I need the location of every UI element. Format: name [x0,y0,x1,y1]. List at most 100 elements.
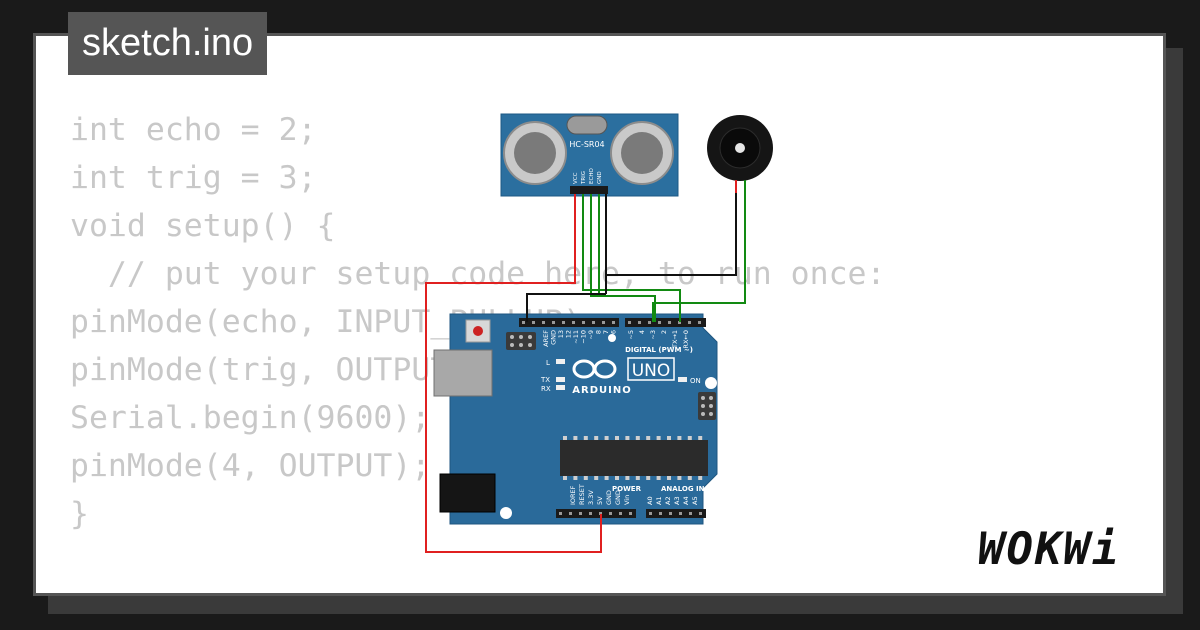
header-pin[interactable] [609,512,612,515]
header-pin[interactable] [669,512,672,515]
header-pin[interactable] [552,321,555,324]
power-jack [439,473,496,513]
header-pin[interactable] [579,512,582,515]
header-pin[interactable] [602,321,605,324]
chip-leg [625,436,630,440]
power-label: POWER [612,485,642,493]
chip-leg [635,436,640,440]
pin-label: 13 [557,330,565,338]
code-line: pinMode(4, OUTPUT); [70,448,431,484]
digital-header-right [625,318,706,327]
header-pin[interactable] [592,321,595,324]
chip-leg [573,476,578,480]
led-l [556,359,565,364]
wire-vcc-5v[interactable] [425,194,602,553]
pin-label: ~5 [627,330,635,340]
header-pin[interactable] [699,512,702,515]
chip-leg [604,436,609,440]
pin-label: AREF [542,330,550,347]
pin-label: A1 [655,496,663,505]
chip-leg [583,476,588,480]
header-pin[interactable] [698,321,701,324]
wire-trig-pin3[interactable] [582,194,681,322]
pin-label: RX←0 [682,330,690,349]
pin-label: IOREF [569,485,577,505]
chip-leg [698,436,703,440]
chip-leg [563,436,567,440]
on-label: ON [690,377,701,385]
analog-label: ANALOG IN [661,485,705,493]
chip-leg [656,436,661,440]
header-pin[interactable] [532,321,535,324]
header-pin[interactable] [629,512,632,515]
header-pin[interactable] [559,512,562,515]
reset-button[interactable] [473,326,483,336]
header-pin[interactable] [688,321,691,324]
wokwi-logo: WOKWi [978,524,1121,575]
header-pin[interactable] [659,512,662,515]
header-pin[interactable] [658,321,661,324]
header-pin[interactable] [628,321,631,324]
wire-gnd-board[interactable] [526,293,606,322]
pin-label: 7 [602,330,610,334]
digital-label: DIGITAL (PWM ~) [625,346,693,354]
pin-label: ~10 [580,330,588,344]
arduino-logo [572,359,617,379]
sensor-pin-label: VCC [573,172,579,184]
chip-leg [635,476,640,480]
header-pin[interactable] [599,512,602,515]
sensor-pin-label: TRIG [581,171,587,185]
header-pin[interactable] [572,321,575,324]
pin-label: 3.3V [587,490,595,505]
header-pin[interactable] [649,512,652,515]
mount-hole [608,334,616,342]
led-on [678,377,687,382]
chip-leg [677,436,682,440]
header-pin[interactable] [689,512,692,515]
pin-label: A2 [664,496,672,505]
pin-label: 8 [595,330,603,334]
sensor-pin-label: GND [597,171,603,184]
transducer-mesh [621,132,663,174]
header-pin[interactable] [679,512,682,515]
header-pin[interactable] [668,321,671,324]
file-tab[interactable]: sketch.ino [68,12,268,75]
header-pin[interactable] [589,512,592,515]
code-line: void setup() { [70,208,336,244]
pin-label: 2 [660,330,668,334]
chip-leg [667,476,671,480]
uno-box [627,357,675,381]
pin-label: 4 [638,330,646,334]
header-pin[interactable] [522,321,525,324]
code-line: void loop() { [70,586,885,593]
header-pin[interactable] [582,321,585,324]
crystal [566,115,608,135]
mount-hole [705,487,717,499]
buzzer[interactable] [707,115,773,193]
header-pin[interactable] [542,321,545,324]
code-line: int echo = 2; [70,112,317,148]
arduino-uno-board[interactable]: UNO ARDUINO DIGITAL (PWM ~) ON L TX RX P… [433,313,718,525]
wire-echo-pin2[interactable] [590,194,656,322]
header-pin[interactable] [562,321,565,324]
chip-leg [646,476,651,480]
header-pin[interactable] [638,321,641,324]
uno-label: UNO [632,361,671,381]
chip-leg [604,476,609,480]
header-pin[interactable] [619,512,622,515]
wire-gnd-buzzer[interactable] [605,193,737,276]
atmega-chip [560,440,708,476]
header-pin[interactable] [612,321,615,324]
header-pin[interactable] [678,321,681,324]
pin-label: A5 [691,496,699,505]
led-tx [556,377,565,382]
chip-leg [656,476,661,480]
pin-label: ~3 [649,330,657,340]
icsp-header [506,332,716,420]
header-pin[interactable] [648,321,651,324]
pin-label: ~11 [572,330,580,344]
wire-buzzer-pin4[interactable] [652,193,746,322]
header-pin[interactable] [569,512,572,515]
